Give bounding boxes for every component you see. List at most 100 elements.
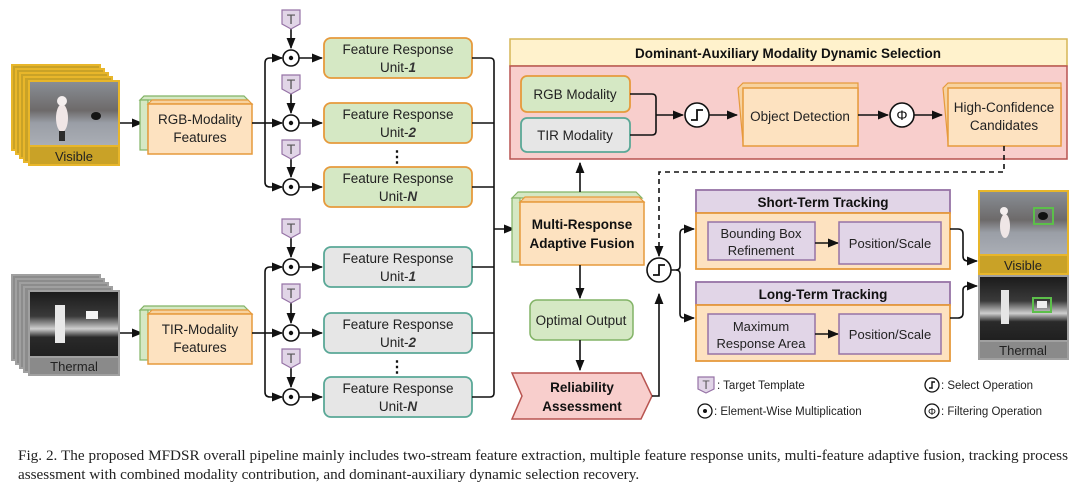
rgb-modality-label: RGB Modality [533, 87, 617, 102]
fusion-box: Multi-Response Adaptive Fusion [510, 191, 646, 266]
arrow-short-to-visible [950, 228, 979, 266]
target-template-rgb-1: T [281, 9, 301, 30]
tir-modality-label: TIR Modality [537, 128, 613, 143]
short-position-scale-label: Position/Scale [849, 236, 931, 251]
bbox-refinement-label: Bounding Box [721, 226, 802, 241]
unit-title: Feature Response [342, 107, 453, 122]
svg-text:T: T [702, 378, 710, 392]
arrow-select-to-short-term [671, 224, 696, 271]
unit-index-label: Unit-N [379, 399, 418, 414]
visible-target-box [1033, 207, 1054, 225]
element-wise-multiply-node [282, 324, 300, 342]
long-position-scale-box [838, 313, 942, 355]
fusion-label-2: Adaptive Fusion [529, 236, 634, 251]
unit-title: Feature Response [342, 251, 453, 266]
arrow-reliability-to-select [652, 292, 664, 397]
candidates-box [947, 87, 1062, 147]
object-detection-box [742, 87, 859, 147]
reliability-label-2: Assessment [542, 399, 622, 414]
target-template-rgb-3: T [281, 139, 301, 160]
target-template-icon [281, 139, 301, 160]
thermal-target-box [1032, 297, 1052, 313]
unit-index-label: Unit-1 [380, 269, 416, 284]
bbox-refinement-box [707, 221, 816, 261]
tir-branch-lines [252, 237, 324, 402]
visible-output-image: Visible [978, 190, 1069, 275]
legend-target-template-label: : Target Template [717, 380, 805, 392]
dams-panel: Dominant-Auxiliary Modality Dynamic Sele… [509, 38, 1068, 160]
element-wise-multiply-node [282, 178, 300, 196]
rgb-branch-lines [252, 28, 324, 192]
target-template-icon [281, 348, 301, 369]
unit-index-label: Unit-2 [380, 335, 417, 350]
optimal-output-label: Optimal Output [536, 313, 627, 328]
reliability-assessment-box: Reliability Assessment [510, 372, 653, 420]
element-wise-multiply-node [282, 258, 300, 276]
tir-features-label: TIR-Modality [162, 322, 239, 337]
output-visible-label: Visible [1004, 258, 1042, 273]
legend: T : Target Template : Element-Wise Multi… [697, 376, 1042, 419]
short-term-title: Short-Term Tracking [757, 195, 888, 210]
rgb-features-label: RGB-Modality [158, 112, 242, 127]
target-template-rgb-2: T [281, 74, 301, 95]
rgb-features-label-2: Features [173, 130, 227, 145]
tir-features-box: TIR-Modality Features [138, 305, 254, 365]
phi-symbol: Φ [896, 107, 907, 123]
dashed-recovery-path [654, 146, 1005, 258]
legend-element-wise: : Element-Wise Multiplication [697, 403, 862, 419]
template-symbol: T [287, 350, 296, 366]
template-symbol: T [287, 141, 296, 157]
output-thermal-label: Thermal [999, 343, 1047, 358]
legend-select-operation: : Select Operation [924, 377, 1033, 393]
visible-label: Visible [55, 149, 93, 164]
target-template-tir-1: T [281, 218, 301, 239]
max-response-area-box [707, 313, 816, 355]
candidates-label: High-Confidence [954, 100, 1055, 115]
filtering-icon [924, 403, 940, 419]
target-template-icon [281, 74, 301, 95]
legend-target-template: T : Target Template [697, 376, 805, 394]
tir-features-label-2: Features [173, 340, 227, 355]
arrow-select-to-long-term [675, 269, 696, 323]
candidates-label-2: Candidates [970, 118, 1039, 133]
legend-select-label: : Select Operation [941, 380, 1033, 392]
unit-title: Feature Response [342, 171, 453, 186]
element-wise-multiply-node [282, 388, 300, 406]
template-symbol: T [287, 285, 296, 301]
unit-index-label: Unit-N [379, 189, 418, 204]
legend-filtering-label: : Filtering Operation [941, 406, 1042, 418]
unit-index-label: Unit-2 [380, 125, 417, 140]
tir-units-ellipsis: ⋮ [389, 359, 405, 376]
legend-element-wise-label: : Element-Wise Multiplication [714, 406, 862, 418]
target-template-icon [697, 376, 715, 394]
unit-index-label: Unit-1 [380, 60, 416, 75]
long-term-title: Long-Term Tracking [759, 287, 888, 302]
unit-title: Feature Response [342, 42, 453, 57]
template-symbol: T [287, 76, 296, 92]
arrow-long-to-thermal [950, 281, 979, 319]
max-response-area-label-2: Response Area [717, 336, 807, 351]
pipeline-diagram: Visible Thermal RGB-Modality Features TI… [11, 9, 1069, 420]
rgb-units-ellipsis: ⋮ [389, 149, 405, 166]
dams-title: Dominant-Auxiliary Modality Dynamic Sele… [635, 46, 941, 61]
long-position-scale-label: Position/Scale [849, 327, 931, 342]
bbox-refinement-label-2: Refinement [728, 243, 795, 258]
template-symbol: T [287, 11, 296, 27]
target-template-icon [281, 9, 301, 30]
target-template-icon [281, 218, 301, 239]
unit-title: Feature Response [342, 317, 453, 332]
figure-caption: Fig. 2. The proposed MFDSR overall pipel… [18, 447, 1068, 483]
target-template-tir-2: T [281, 283, 301, 304]
fusion-label: Multi-Response [532, 217, 633, 232]
merge-bus-lines [472, 57, 516, 398]
rgb-features-box: RGB-Modality Features [138, 95, 254, 155]
object-detection-label: Object Detection [750, 109, 850, 124]
reliability-label: Reliability [550, 380, 614, 395]
thermal-label: Thermal [50, 359, 98, 374]
